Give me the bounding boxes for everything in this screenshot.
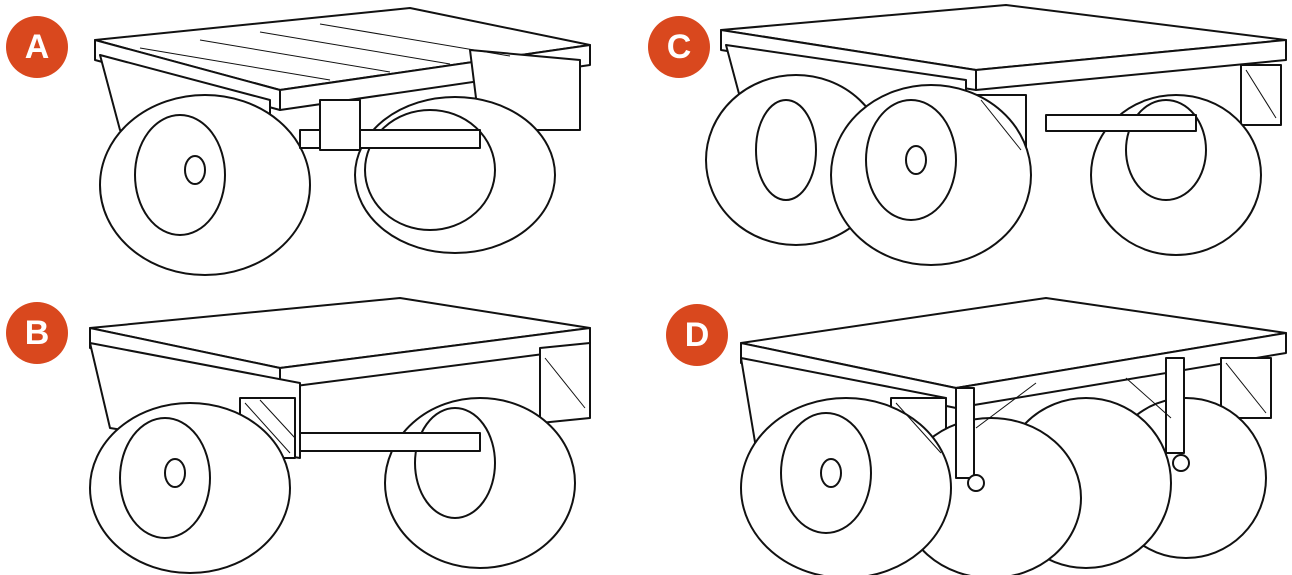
axle-assembly-a-drawing [94,7,591,276]
axle-assembly-c-drawing [705,4,1287,266]
axle-assembly-b-drawing [89,297,591,574]
configuration-c-panel: C [646,0,1292,288]
label-badge-a: A [6,16,68,78]
label-badge-c: C [648,16,710,78]
configuration-d-panel: D [646,288,1292,575]
configuration-b-panel: B [0,288,646,575]
label-badge-b: B [6,302,68,364]
axle-assembly-d-drawing [740,297,1287,575]
label-badge-d: D [666,304,728,366]
configuration-a-panel: A [0,0,646,288]
